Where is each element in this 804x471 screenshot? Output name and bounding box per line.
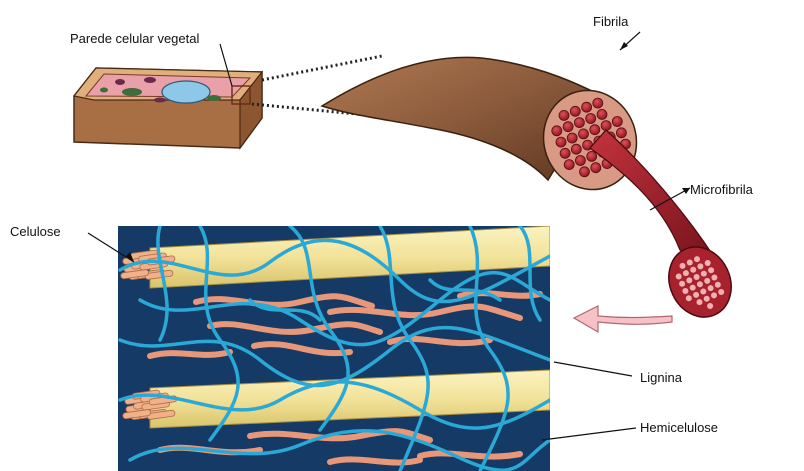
fiber-dot bbox=[711, 275, 717, 281]
fiber-dot bbox=[552, 126, 562, 136]
fiber-dot bbox=[694, 256, 700, 262]
fiber-dot bbox=[559, 110, 569, 120]
fiber-dot bbox=[690, 285, 696, 291]
fiber-dot bbox=[676, 274, 682, 280]
label-microfibril: Microfibrila bbox=[690, 182, 754, 197]
fiber-dot bbox=[718, 289, 724, 295]
fiber-dot bbox=[704, 278, 710, 284]
fiber-dot bbox=[708, 285, 714, 291]
fiber-dot bbox=[694, 274, 700, 280]
fiber-dot bbox=[697, 263, 703, 269]
label-cellulose: Celulose bbox=[10, 224, 61, 239]
fiber-dot bbox=[616, 128, 626, 138]
label-hemicellulose: Hemicelulose bbox=[640, 420, 718, 435]
fiber-dot bbox=[591, 163, 601, 173]
fiber-dot bbox=[582, 102, 592, 112]
fiber-dot bbox=[711, 292, 717, 298]
fiber-dot bbox=[587, 151, 597, 161]
fiber-dot bbox=[579, 129, 589, 139]
fiber-dot bbox=[601, 121, 611, 131]
microfibril bbox=[590, 130, 742, 327]
plant-cell-block bbox=[74, 68, 262, 148]
fiber-dot bbox=[580, 167, 590, 177]
fiber-dot bbox=[705, 260, 711, 266]
fiber-dot bbox=[575, 156, 585, 166]
fiber-dot bbox=[564, 160, 574, 170]
direction-arrow bbox=[574, 306, 672, 332]
fiber-dot bbox=[556, 137, 566, 147]
fiber-dot bbox=[590, 125, 600, 135]
label-cell-wall: Parede celular vegetal bbox=[70, 31, 199, 46]
fiber-dot bbox=[715, 282, 721, 288]
fiber-dot bbox=[701, 271, 707, 277]
fiber-dot bbox=[683, 270, 689, 276]
cell-wall-matrix-panel bbox=[118, 226, 550, 471]
label-fibril: Fibrila bbox=[593, 14, 629, 29]
fiber-dot bbox=[693, 292, 699, 298]
fiber-dot bbox=[612, 117, 622, 127]
fiber-dot bbox=[574, 118, 584, 128]
fiber-dot bbox=[680, 263, 686, 269]
fiber-dot bbox=[597, 109, 607, 119]
fiber-dot bbox=[570, 106, 580, 116]
fiber-dot bbox=[567, 133, 577, 143]
fiber-dot bbox=[708, 267, 714, 273]
fiber-dot bbox=[593, 98, 603, 108]
fiber-dot bbox=[687, 260, 693, 266]
fiber-dot bbox=[586, 114, 596, 124]
fiber-dot bbox=[704, 296, 710, 302]
fiber-dot bbox=[686, 277, 692, 283]
label-lignin: Lignina bbox=[640, 370, 683, 385]
fiber-dot bbox=[697, 299, 703, 305]
fiber-dot bbox=[700, 289, 706, 295]
fiber-dot bbox=[560, 148, 570, 158]
fiber-dot bbox=[679, 281, 685, 287]
fiber-dot bbox=[697, 281, 703, 287]
fiber-dot bbox=[571, 144, 581, 154]
fiber-dot bbox=[690, 267, 696, 273]
fibril bbox=[322, 57, 650, 202]
fiber-dot bbox=[686, 295, 692, 301]
fiber-dot bbox=[682, 288, 688, 294]
fiber-dot bbox=[707, 303, 713, 309]
fiber-dot bbox=[563, 122, 573, 132]
